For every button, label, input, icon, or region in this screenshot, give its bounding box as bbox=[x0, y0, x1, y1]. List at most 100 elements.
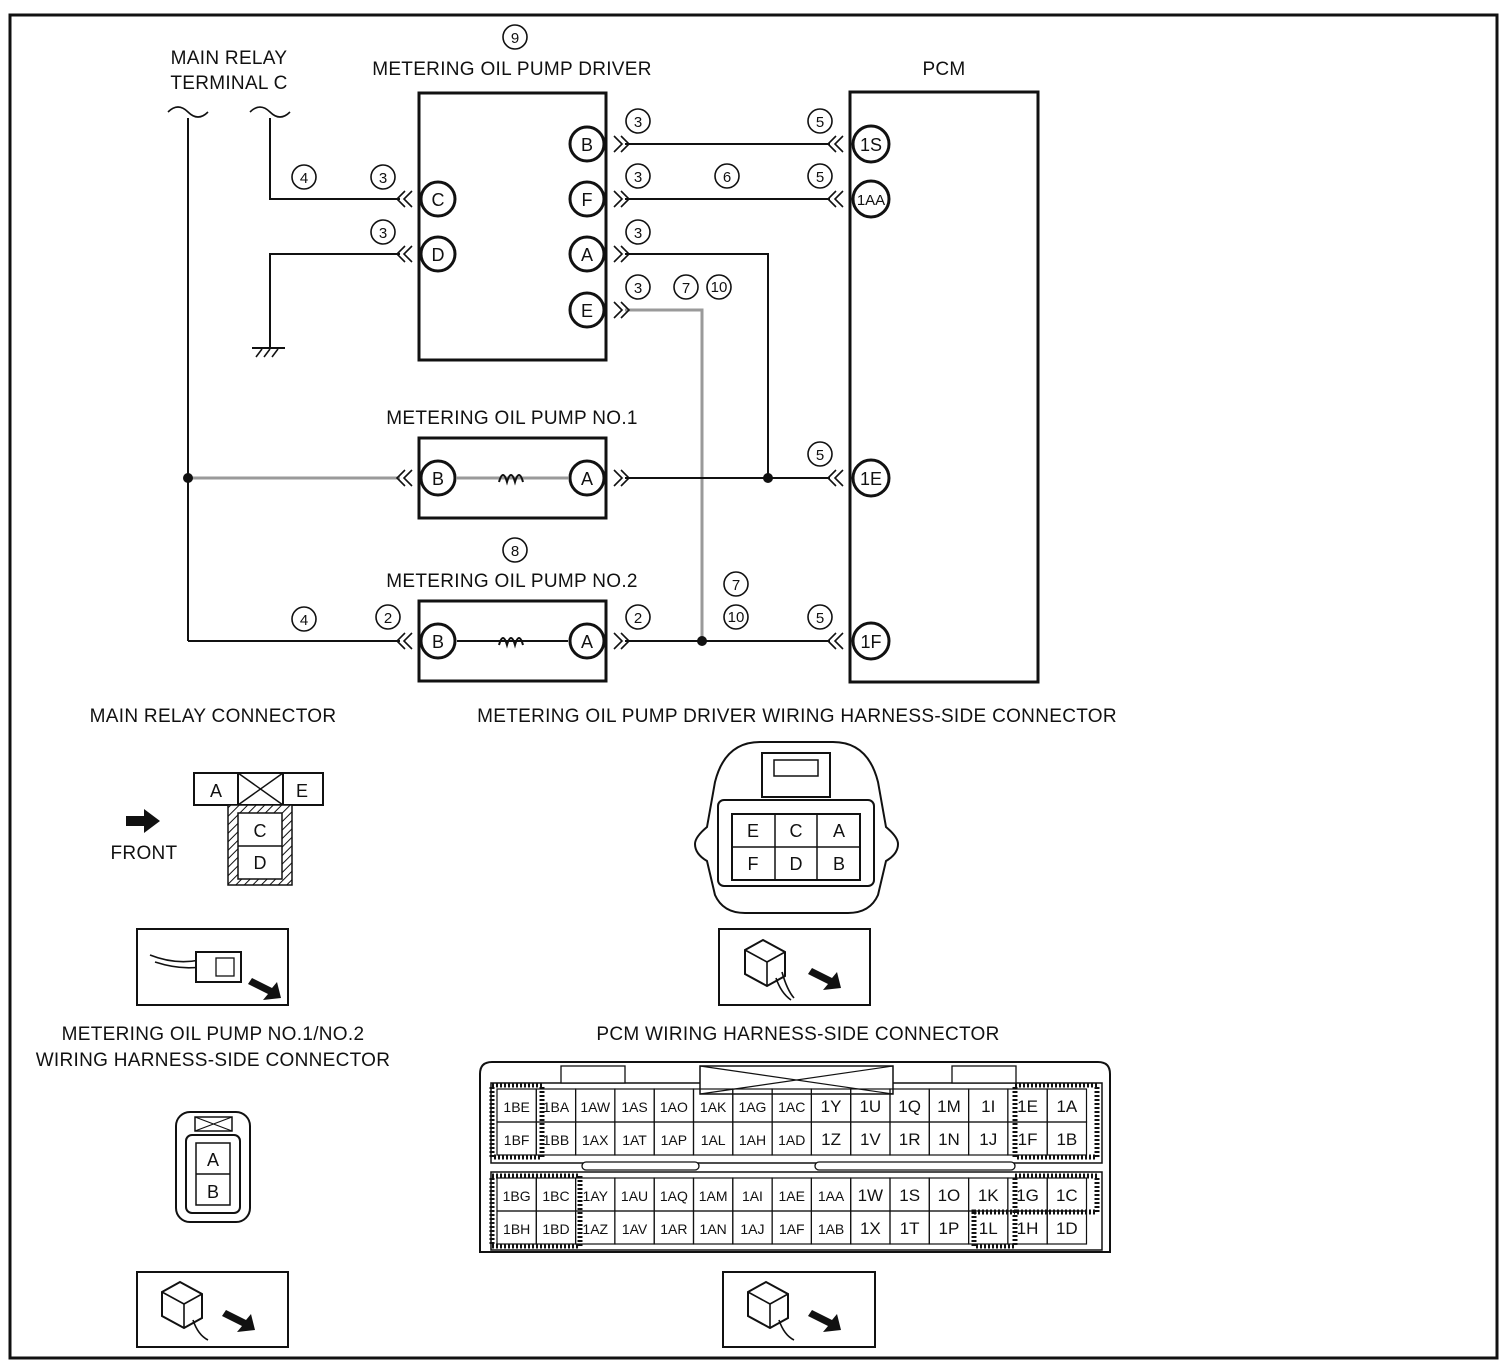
front-arrow-icon bbox=[126, 809, 160, 833]
wire-ground-to-driver-d bbox=[269, 253, 400, 348]
step-badge: 5 bbox=[807, 108, 833, 134]
svg-text:E: E bbox=[747, 821, 759, 841]
step-badge: 3 bbox=[370, 219, 396, 245]
svg-text:F: F bbox=[748, 854, 759, 874]
pcm-pin-1aa: 1AA bbox=[851, 179, 891, 219]
pcm-terminal-label: 1D bbox=[1056, 1219, 1078, 1238]
relay-connector-pictogram-icon bbox=[136, 928, 289, 1006]
junction-dot-relay bbox=[183, 473, 193, 483]
svg-text:1AA: 1AA bbox=[857, 192, 885, 209]
svg-text:10: 10 bbox=[711, 279, 728, 296]
pcm-terminal-label: 1AC bbox=[778, 1099, 805, 1115]
step-badge: 10 bbox=[706, 274, 732, 300]
pcm-terminal-label: 1AM bbox=[699, 1188, 728, 1204]
driver-pin-e: E bbox=[568, 291, 606, 329]
svg-text:10: 10 bbox=[728, 609, 745, 626]
pcm-terminal-label: 1AP bbox=[661, 1132, 687, 1148]
junction-dot-1e bbox=[763, 473, 773, 483]
pump1-pin-b: B bbox=[419, 459, 457, 497]
main-relay-tilde-left bbox=[167, 106, 209, 118]
pcm-terminal-label: 1BE bbox=[503, 1099, 529, 1115]
svg-text:D: D bbox=[790, 854, 803, 874]
pcm-terminal-label: 1AW bbox=[580, 1099, 611, 1115]
pcm-terminal-label: 1BA bbox=[543, 1099, 570, 1115]
step-badge: 2 bbox=[625, 604, 651, 630]
pump-connector-title-line1: METERING OIL PUMP NO.1/NO.2 bbox=[62, 1024, 365, 1045]
pcm-terminal-label: 1AV bbox=[622, 1221, 648, 1237]
svg-text:5: 5 bbox=[816, 610, 824, 627]
pcm-connector-pictogram-icon bbox=[722, 1271, 876, 1348]
pcm-terminal-label: 1W bbox=[858, 1186, 884, 1205]
step-badge: 3 bbox=[625, 108, 651, 134]
pcm-terminal-label: 1K bbox=[978, 1186, 999, 1205]
pcm-terminal-label: 1T bbox=[900, 1219, 920, 1238]
pcm-pin-1f: 1F bbox=[851, 621, 891, 661]
pcm-terminal-label: 1AG bbox=[738, 1099, 766, 1115]
step-9-badge: 9 bbox=[502, 24, 528, 50]
pump2-pin-a: A bbox=[568, 622, 606, 660]
svg-text:C: C bbox=[790, 821, 803, 841]
pump1-pin-a: A bbox=[568, 459, 606, 497]
svg-text:E: E bbox=[581, 301, 593, 321]
svg-text:5: 5 bbox=[816, 169, 824, 186]
pcm-terminal-label: 1AT bbox=[622, 1132, 647, 1148]
pcm-terminal-label: 1Z bbox=[821, 1130, 841, 1149]
svg-text:D: D bbox=[254, 853, 267, 873]
pcm-terminal-label: 1N bbox=[938, 1130, 960, 1149]
pcm-terminal-label: 1AL bbox=[701, 1132, 726, 1148]
pcm-terminal-label: 1V bbox=[860, 1130, 881, 1149]
pcm-terminal-label: 1AA bbox=[818, 1188, 845, 1204]
step-badge: 10 bbox=[723, 604, 749, 630]
pcm-terminal-label: 1AS bbox=[621, 1099, 647, 1115]
svg-text:3: 3 bbox=[634, 114, 642, 131]
driver-pin-b: B bbox=[568, 125, 606, 163]
pcm-pin-1s: 1S bbox=[851, 124, 891, 164]
svg-text:A: A bbox=[581, 469, 593, 489]
main-relay-label: MAIN RELAY bbox=[171, 48, 288, 69]
step-badge: 7 bbox=[673, 274, 699, 300]
pcm-terminal-label: 1C bbox=[1056, 1186, 1078, 1205]
driver-connector: E C A F D B bbox=[693, 741, 900, 914]
svg-text:1S: 1S bbox=[860, 135, 882, 155]
svg-text:B: B bbox=[833, 854, 845, 874]
step-badge: 2 bbox=[375, 604, 401, 630]
pcm-terminal-label: 1AR bbox=[660, 1221, 687, 1237]
step-badge: 3 bbox=[625, 274, 651, 300]
main-relay-connector-title: MAIN RELAY CONNECTOR bbox=[90, 706, 337, 727]
driver-pin-c: C bbox=[419, 180, 457, 218]
svg-text:B: B bbox=[432, 469, 444, 489]
pcm-terminal-label: 1AF bbox=[779, 1221, 805, 1237]
svg-text:C: C bbox=[254, 821, 267, 841]
svg-text:A: A bbox=[210, 781, 222, 801]
svg-text:1E: 1E bbox=[860, 469, 882, 489]
svg-text:2: 2 bbox=[384, 610, 392, 627]
step-badge: 6 bbox=[714, 163, 740, 189]
driver-connector-title: METERING OIL PUMP DRIVER WIRING HARNESS-… bbox=[477, 706, 1117, 727]
pcm-terminal-label: 1S bbox=[899, 1186, 920, 1205]
pcm-terminal-cell bbox=[1046, 1210, 1088, 1245]
pump2-pin-b: B bbox=[419, 622, 457, 660]
svg-text:D: D bbox=[432, 245, 445, 265]
pcm-terminal-label: 1AI bbox=[742, 1188, 763, 1204]
junction-dot-1f bbox=[697, 636, 707, 646]
outer-frame bbox=[8, 13, 1499, 1360]
driver-connector-pictogram-icon bbox=[718, 928, 871, 1006]
pcm-terminal-label: 1AU bbox=[621, 1188, 648, 1204]
driver-pin-a: A bbox=[568, 235, 606, 273]
driver-pin-f: F bbox=[568, 180, 606, 218]
pcm-title: PCM bbox=[922, 59, 965, 80]
pcm-terminal-cell bbox=[1046, 1121, 1088, 1156]
pcm-terminal-label: 1U bbox=[859, 1097, 881, 1116]
pcm-terminal-label: 1H bbox=[1017, 1219, 1039, 1238]
pcm-terminal-label: 1AB bbox=[818, 1221, 844, 1237]
svg-text:A: A bbox=[581, 632, 593, 652]
svg-text:7: 7 bbox=[682, 280, 690, 297]
svg-text:B: B bbox=[581, 135, 593, 155]
pcm-terminal-label: 1AH bbox=[739, 1132, 766, 1148]
pcm-terminal-label: 1AK bbox=[700, 1099, 727, 1115]
pcm-terminal-label: 1AN bbox=[700, 1221, 727, 1237]
step-badge: 4 bbox=[291, 164, 317, 190]
step-badge: 3 bbox=[625, 163, 651, 189]
